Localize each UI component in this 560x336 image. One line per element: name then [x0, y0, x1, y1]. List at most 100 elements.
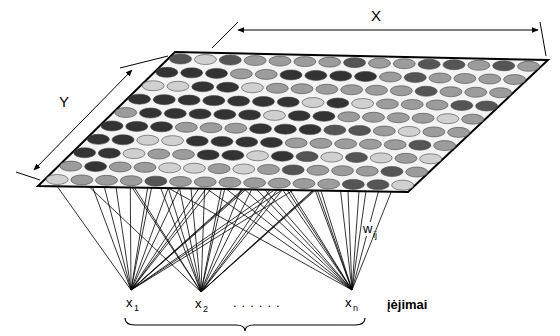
neuron	[319, 57, 341, 67]
neuron	[409, 140, 431, 150]
neuron	[299, 125, 321, 135]
neuron	[137, 135, 159, 145]
neuron	[335, 139, 357, 149]
neuron	[194, 54, 216, 64]
extension-line	[212, 22, 238, 48]
neuron	[159, 163, 181, 173]
dimension-label: Y	[58, 94, 70, 111]
weight-line	[156, 181, 352, 290]
dimension-label: X	[370, 8, 382, 25]
neuron	[420, 154, 442, 164]
neuron	[280, 70, 302, 80]
neuron	[192, 82, 214, 92]
neuron	[183, 163, 205, 173]
neuron	[415, 86, 437, 96]
neuron	[305, 70, 327, 80]
input-subscript: 1	[133, 304, 140, 314]
neuron	[194, 177, 216, 187]
neuron	[233, 164, 255, 174]
neuron	[321, 152, 343, 162]
neuron	[356, 166, 378, 176]
neuron	[504, 75, 526, 85]
neuron	[392, 180, 414, 190]
neuron	[74, 148, 96, 158]
neuron	[429, 73, 451, 83]
neuron	[330, 71, 352, 81]
neuron	[101, 121, 123, 131]
weight-line	[319, 184, 352, 290]
neuron	[443, 60, 465, 70]
neuron	[395, 153, 417, 163]
neuron	[294, 57, 316, 67]
ellipsis: ......	[232, 296, 286, 310]
neuron	[344, 58, 366, 68]
neuron-grid	[46, 54, 539, 190]
neuron	[426, 100, 448, 110]
neuron	[153, 95, 175, 105]
neuron	[203, 96, 225, 106]
neuron	[451, 100, 473, 110]
weight-line	[197, 182, 352, 290]
neuron	[393, 59, 415, 69]
neuron	[263, 110, 285, 120]
neuron	[206, 68, 228, 78]
neuron	[219, 177, 241, 187]
neuron	[71, 175, 93, 185]
neuron	[260, 137, 282, 147]
neuron	[222, 150, 244, 160]
neuron	[197, 150, 219, 160]
neuron	[96, 175, 118, 185]
neuron	[384, 140, 406, 150]
neuron	[115, 108, 137, 118]
neuron	[85, 162, 107, 172]
neuron	[167, 81, 189, 91]
neuron	[462, 114, 484, 124]
neuron	[112, 135, 134, 145]
weight-label: w	[362, 222, 373, 236]
neuron	[476, 101, 498, 111]
neuron	[230, 69, 252, 79]
neuron	[479, 74, 501, 84]
neuron	[352, 99, 374, 109]
neuron	[454, 74, 476, 84]
neuron	[274, 124, 296, 134]
neuron	[518, 61, 540, 71]
neuron	[164, 108, 186, 118]
weight-line	[237, 182, 352, 290]
neuron	[338, 112, 360, 122]
neuron	[341, 85, 363, 95]
weight-subscript: ij	[372, 231, 378, 241]
neuron	[404, 72, 426, 82]
extension-line	[540, 22, 546, 56]
neuron	[355, 71, 377, 81]
neuron	[493, 61, 515, 71]
neuron	[87, 134, 109, 144]
neuron	[162, 136, 184, 146]
neuron	[241, 83, 263, 93]
extension-line	[120, 56, 168, 68]
neuron	[239, 110, 261, 120]
neuron	[247, 151, 269, 161]
neuron	[145, 176, 167, 186]
neuron	[316, 84, 338, 94]
input-label: x	[125, 296, 134, 310]
input-brace	[125, 318, 365, 331]
neuron	[288, 111, 310, 121]
neuron	[359, 139, 381, 149]
weight-line	[178, 181, 201, 292]
neuron	[285, 138, 307, 148]
weight-line	[278, 183, 352, 290]
input-subscript: 2	[202, 305, 209, 315]
weight-line	[201, 183, 274, 292]
neuron	[151, 122, 173, 132]
neuron	[381, 167, 403, 177]
neuron	[252, 97, 274, 107]
neuron	[189, 109, 211, 119]
neuron	[327, 98, 349, 108]
neuron	[266, 83, 288, 93]
neuron	[307, 165, 329, 175]
neuron	[387, 113, 409, 123]
x-dimension	[238, 30, 538, 31]
neuron	[342, 179, 364, 189]
